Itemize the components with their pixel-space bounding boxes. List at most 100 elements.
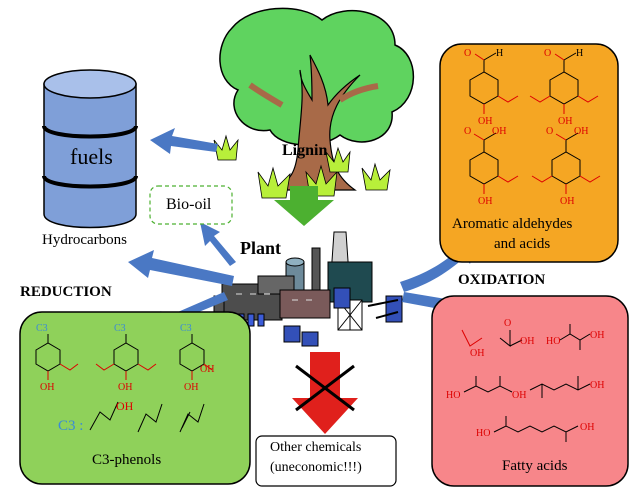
factory-tank bbox=[247, 313, 255, 327]
factory-container bbox=[333, 287, 351, 309]
vanillin-structure bbox=[469, 52, 519, 114]
bio-oil-box bbox=[149, 185, 233, 225]
atom-label-ho: HO bbox=[446, 390, 460, 401]
atom-label-oh: OH bbox=[512, 390, 526, 401]
atom-label-oh: OH bbox=[520, 336, 534, 347]
barrel-ring bbox=[42, 174, 138, 189]
atom-label-oh: OH bbox=[118, 382, 132, 393]
atom-label-o: O bbox=[504, 318, 511, 329]
bio-oil-label: Bio-oil bbox=[166, 196, 212, 213]
red-down-arrow-crossed bbox=[292, 352, 358, 434]
c3-tag: C3 bbox=[114, 323, 126, 334]
reduction-label: REDUCTION bbox=[20, 284, 112, 300]
atom-label-o: O bbox=[546, 126, 553, 137]
factory-windows bbox=[236, 293, 312, 301]
atom-label-oh: OH bbox=[40, 382, 54, 393]
factory-building bbox=[279, 289, 331, 319]
adipic-acid-structure bbox=[493, 416, 579, 442]
atom-label-o: O bbox=[464, 48, 471, 59]
propenyl-chain bbox=[179, 403, 205, 433]
arrow-to-barrel bbox=[150, 128, 218, 154]
oxalic-acid-structure bbox=[559, 324, 591, 350]
factory-container bbox=[283, 325, 301, 343]
atom-labels: H O H O OH OH O OH O OH OH OH OH O OH HO… bbox=[446, 48, 604, 439]
grass-tufts bbox=[213, 134, 391, 199]
grass-tuft bbox=[213, 134, 239, 161]
atom-label-oh: OH bbox=[560, 196, 574, 207]
arrow-to-hydrocarbons bbox=[128, 250, 234, 286]
factory-illustration bbox=[213, 231, 403, 347]
aromatic-label-line2: and acids bbox=[494, 236, 551, 252]
other-chemicals-line1: Other chemicals bbox=[270, 440, 362, 455]
atom-label-o: O bbox=[544, 48, 551, 59]
atom-label-oh: OH bbox=[558, 116, 572, 127]
factory-tank bbox=[257, 313, 265, 327]
succinic-acid-structure bbox=[529, 376, 591, 398]
atom-label-oh: OH bbox=[200, 364, 214, 375]
tree-branch bbox=[248, 82, 284, 108]
vanillic-acid-structure bbox=[469, 132, 519, 194]
atom-label-oh: OH bbox=[580, 422, 594, 433]
tree-branch bbox=[338, 83, 379, 103]
atom-label-oh: OH bbox=[478, 116, 492, 127]
barrel-top bbox=[43, 69, 137, 99]
atom-label-oh: OH bbox=[574, 126, 588, 137]
grass-tuft bbox=[361, 162, 391, 191]
formic-acid-structure bbox=[461, 329, 483, 347]
syringyl-structure bbox=[95, 334, 157, 380]
fuels-label: fuels bbox=[70, 144, 113, 169]
atom-label-oh: OH bbox=[470, 348, 484, 359]
factory-tower bbox=[311, 247, 321, 294]
green-down-arrow bbox=[274, 186, 334, 226]
catechol-structure bbox=[179, 334, 213, 380]
fuel-barrel bbox=[42, 69, 138, 229]
barrel-body bbox=[43, 83, 137, 229]
factory-silo-top bbox=[285, 257, 305, 267]
tree-trunk bbox=[269, 54, 361, 191]
oxidation-label: OXIDATION bbox=[458, 272, 546, 288]
atom-label-o: O bbox=[464, 126, 471, 137]
cross-mark-icon bbox=[295, 364, 355, 412]
other-chemicals-line2: (uneconomic!!!) bbox=[270, 460, 362, 475]
guaiacyl-structure bbox=[35, 334, 79, 380]
fatty-acid-molecules bbox=[461, 324, 591, 442]
acetic-acid-structure bbox=[499, 330, 523, 348]
atom-label-h: H bbox=[576, 48, 583, 59]
atom-label-oh: OH bbox=[492, 126, 506, 137]
hydrocarbons-label: Hydrocarbons bbox=[42, 232, 127, 248]
malonic-acid-structure bbox=[463, 376, 513, 393]
phenol-atom-labels: C3 C3 C3 OH OH OH OH OH bbox=[36, 323, 214, 413]
syringaldehyde-structure bbox=[529, 52, 599, 114]
syringic-acid-structure bbox=[531, 132, 601, 194]
propanol-chain bbox=[89, 401, 119, 431]
phenol-box bbox=[19, 311, 251, 485]
atom-label-ho: HO bbox=[476, 428, 490, 439]
aromatic-molecules bbox=[469, 52, 601, 194]
propyl-chain bbox=[137, 403, 163, 433]
c3-phenols-label: C3-phenols bbox=[92, 452, 162, 468]
plant-label: Plant bbox=[240, 238, 282, 258]
red-down-arrow bbox=[292, 352, 358, 434]
c3-tag: C3 bbox=[36, 323, 48, 334]
other-chemicals-box bbox=[255, 435, 397, 487]
atom-label-ho: HO bbox=[546, 336, 560, 347]
atom-label-oh: OH bbox=[184, 382, 198, 393]
atom-label-h: H bbox=[496, 48, 503, 59]
tree-illustration bbox=[219, 7, 415, 191]
c3-tag: C3 bbox=[180, 323, 192, 334]
lignin-label: Lignin bbox=[282, 142, 328, 159]
atom-label-oh: OH bbox=[590, 330, 604, 341]
c3-prefix-label: C3 : bbox=[58, 418, 84, 434]
atom-label-oh: OH bbox=[478, 196, 492, 207]
grass-tuft bbox=[257, 166, 291, 199]
barrel-ring bbox=[42, 124, 138, 139]
fatty-acid-box bbox=[431, 295, 629, 487]
factory-pipes bbox=[367, 299, 399, 319]
atom-label-oh: OH bbox=[590, 380, 604, 391]
atom-label-oh: OH bbox=[116, 399, 134, 413]
fatty-acids-label: Fatty acids bbox=[502, 458, 568, 474]
factory-container bbox=[301, 331, 319, 347]
aromatic-label-line1: Aromatic aldehydes bbox=[452, 216, 573, 232]
arrow-to-bio-oil bbox=[200, 222, 236, 266]
